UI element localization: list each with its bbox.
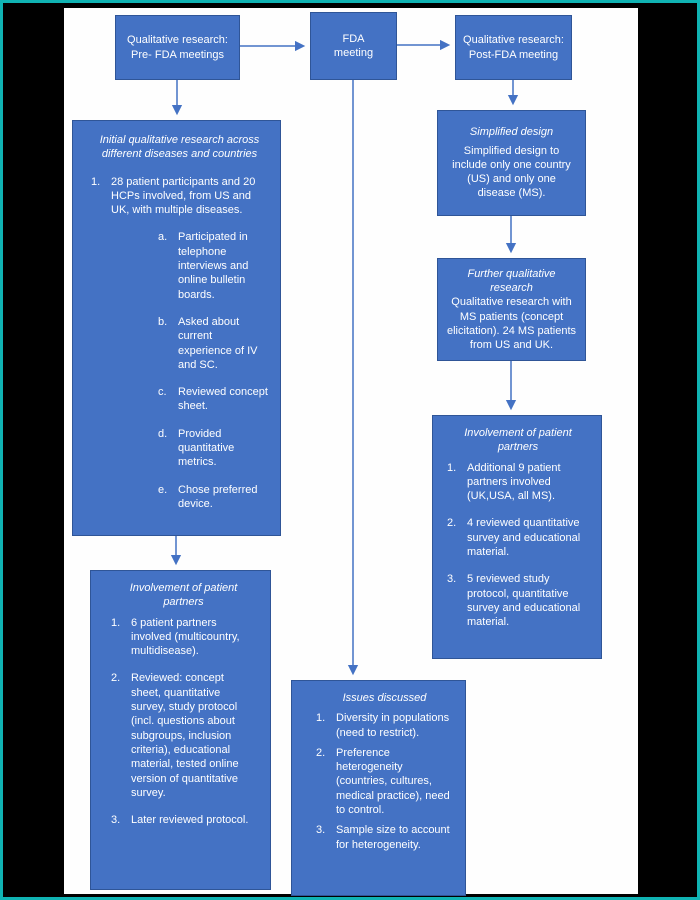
list-item-number: 3. bbox=[316, 824, 326, 837]
list-subitem: c. Reviewed concept sheet. bbox=[158, 385, 268, 414]
list-item-text: 4 reviewed quantitative survey and educa… bbox=[467, 517, 581, 559]
list-item: 1. Additional 9 patient partners involve… bbox=[447, 461, 589, 504]
list-item-text: Sample size to account for heterogeneity… bbox=[336, 824, 450, 851]
box-post-fda-meeting: Qualitative research: Post-FDA meeting bbox=[455, 15, 572, 80]
list-item-number: 1. bbox=[111, 616, 121, 629]
box-simplified-design: Simplified design Simplified design to i… bbox=[437, 110, 586, 216]
box-left-involvement: Involvement of patient partners 1. 6 pat… bbox=[90, 570, 271, 890]
box-further-research: Further qualitative research Qualitative… bbox=[437, 258, 586, 361]
list-item-text: Diversity in populations (need to restri… bbox=[336, 712, 450, 739]
list-item-text: Chose preferred device. bbox=[178, 483, 258, 510]
list-item-number: 1. bbox=[316, 712, 326, 725]
box-pre-fda-meetings: Qualitative research: Pre- FDA meetings bbox=[115, 15, 240, 80]
box-text-line: FDA bbox=[342, 32, 365, 45]
list-item-number: e. bbox=[158, 483, 168, 496]
list-item: 2. 4 reviewed quantitative survey and ed… bbox=[447, 516, 589, 559]
list-item: 1. 6 patient partners involved (multicou… bbox=[111, 616, 256, 659]
list-item: 1. 28 patient participants and 20 HCPs i… bbox=[91, 175, 268, 218]
list-item-text: 6 patient partners involved (multicountr… bbox=[131, 616, 240, 658]
list-item: 1. Diversity in populations (need to res… bbox=[316, 711, 453, 740]
list-item-number: 3. bbox=[447, 573, 457, 586]
list-item: 3. Sample size to account for heterogene… bbox=[316, 823, 453, 852]
list-item-number: b. bbox=[158, 315, 168, 328]
list-item-number: 2. bbox=[111, 672, 121, 685]
box-title: Simplified design bbox=[469, 126, 554, 139]
list-item-number: 2. bbox=[447, 517, 457, 530]
list-subitem: e. Chose preferred device. bbox=[158, 483, 268, 512]
box-body-text: Qualitative research with MS patients (c… bbox=[447, 296, 577, 352]
list-item: 2. Preference heterogeneity (countries, … bbox=[316, 746, 453, 817]
list-item-text: 28 patient participants and 20 HCPs invo… bbox=[111, 175, 256, 217]
list-item-text: Provided quantitative metrics. bbox=[178, 427, 235, 469]
list-item-text: 5 reviewed study protocol, quantitative … bbox=[467, 573, 581, 629]
list-item-text: Asked about current experience of IV and… bbox=[178, 315, 258, 371]
box-text-line: Qualitative research: bbox=[463, 34, 564, 47]
box-text-line: Pre- FDA meetings bbox=[131, 48, 224, 61]
paper: Qualitative research: Pre- FDA meetings … bbox=[64, 8, 638, 896]
list-item-number: 3. bbox=[111, 814, 121, 827]
list-item: 3. Later reviewed protocol. bbox=[111, 813, 256, 827]
list-item-number: 2. bbox=[316, 746, 326, 759]
list-item-number: a. bbox=[158, 231, 168, 244]
list-item-number: 1. bbox=[447, 461, 457, 474]
list-item: 3. 5 reviewed study protocol, quantitati… bbox=[447, 572, 589, 629]
list-subitem: d. Provided quantitative metrics. bbox=[158, 427, 268, 470]
box-initial-research: Initial qualitative research across diff… bbox=[72, 120, 281, 536]
box-title: Issues discussed bbox=[342, 692, 427, 704]
list-item-text: Preference heterogeneity (countries, cul… bbox=[336, 746, 450, 817]
box-fda-meeting: FDA meeting bbox=[310, 12, 397, 80]
list-item-number: c. bbox=[158, 386, 167, 399]
list-item-text: Reviewed concept sheet. bbox=[178, 386, 268, 413]
list-item-number: 1. bbox=[91, 175, 101, 188]
box-issues-discussed: Issues discussed 1. Diversity in populat… bbox=[291, 680, 466, 896]
list-item-text: Later reviewed protocol. bbox=[131, 814, 249, 827]
list-item-text: Reviewed: concept sheet, quantitative su… bbox=[131, 672, 239, 799]
list-item-number: d. bbox=[158, 427, 168, 440]
box-text-line: Qualitative research: bbox=[127, 34, 228, 47]
list-subitem: b. Asked about current experience of IV … bbox=[158, 315, 268, 372]
list-subitem: a. Participated in telephone interviews … bbox=[158, 230, 268, 301]
list-item-text: Additional 9 patient partners involved (… bbox=[467, 461, 561, 503]
box-title: Involvement of patient partners bbox=[464, 427, 572, 454]
box-right-involvement: Involvement of patient partners 1. Addit… bbox=[432, 415, 602, 659]
box-text-line: Post-FDA meeting bbox=[468, 48, 559, 61]
box-title: Initial qualitative research across diff… bbox=[99, 134, 260, 161]
box-title: Further qualitative research bbox=[467, 267, 556, 294]
list-item: 2. Reviewed: concept sheet, quantitative… bbox=[111, 671, 256, 800]
box-body-text: Simplified design to include only one co… bbox=[452, 144, 571, 200]
box-title: Involvement of patient partners bbox=[129, 582, 238, 609]
box-text-line: meeting bbox=[333, 47, 374, 59]
list-item-text: Participated in telephone interviews and… bbox=[178, 231, 249, 301]
